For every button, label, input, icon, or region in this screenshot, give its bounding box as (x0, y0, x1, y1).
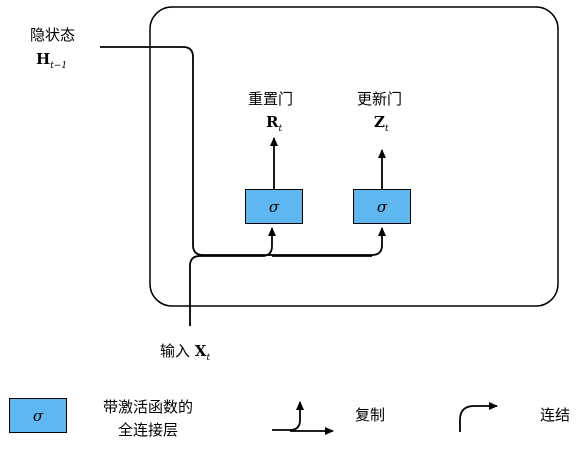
hidden-state-var: H (36, 50, 51, 68)
legend-fc-box: σ (9, 398, 67, 433)
update-gate-symbol: Zt (374, 113, 389, 134)
update-gate-sub: t (384, 124, 389, 134)
reset-gate-symbol: Rt (266, 113, 282, 134)
update-gate-var: Z (374, 113, 385, 131)
reset-gate-sigma: σ (268, 197, 280, 216)
concat-icon (459, 402, 498, 432)
input-label: 输入 Xt (160, 342, 210, 363)
reset-gate-var: R (266, 113, 279, 131)
input-line (189, 227, 276, 326)
hidden-state-label: 隐状态 (30, 26, 76, 44)
hidden-state-symbol: Ht−1 (36, 50, 67, 71)
input-var: X (194, 342, 207, 360)
reset-gate-label: 重置门 (248, 90, 294, 108)
legend-copy-label: 复制 (355, 406, 386, 424)
legend-fc-label-line2: 全连接层 (118, 421, 179, 439)
hidden-to-update-line (272, 227, 386, 256)
reset-gate-fc-box: σ (245, 189, 303, 224)
legend-fc-label-line1: 带激活函数的 (103, 398, 194, 416)
update-gate-fc-box: σ (353, 189, 411, 224)
hidden-state-sub: t−1 (50, 61, 68, 71)
input-text: 输入 (160, 342, 191, 360)
gru-cell-frame (149, 6, 559, 307)
copy-icon (272, 401, 304, 431)
reset-gate-sub: t (278, 124, 283, 134)
input-sub: t (206, 353, 211, 363)
legend-sigma: σ (32, 406, 44, 425)
update-gate-label: 更新门 (357, 90, 403, 108)
update-gate-sigma: σ (376, 197, 388, 216)
legend-concat-label: 连结 (540, 406, 571, 424)
hidden-state-line (100, 46, 272, 256)
